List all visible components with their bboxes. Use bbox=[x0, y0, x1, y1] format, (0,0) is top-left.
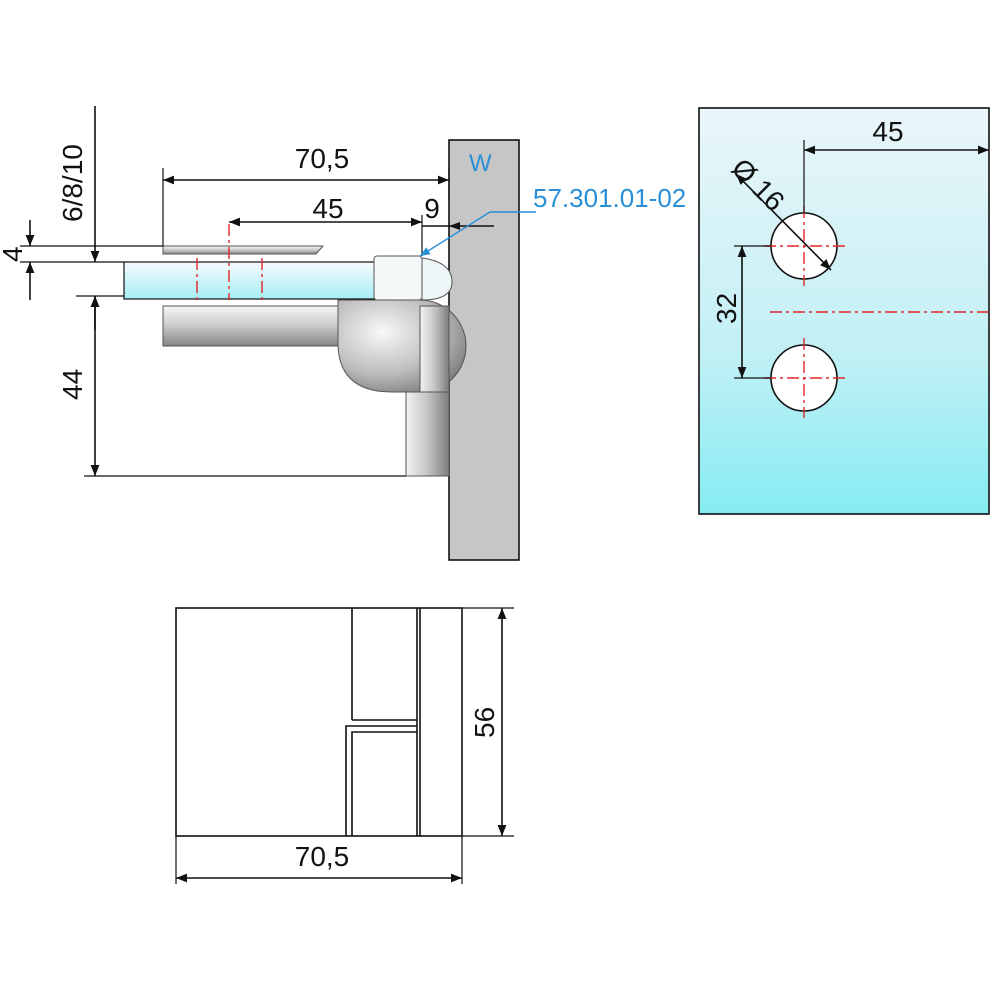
dim-height: 44 bbox=[57, 369, 88, 400]
dim-hole-distance: 45 bbox=[312, 193, 343, 224]
top-view-step-inner bbox=[345, 725, 417, 836]
side-view: W 70,5 45 9 57. bbox=[0, 106, 686, 561]
dim-hole-spacing: 32 bbox=[711, 293, 742, 324]
wall-label: W bbox=[469, 150, 492, 177]
part-number-leader bbox=[419, 211, 536, 257]
dim-top-height: 56 bbox=[469, 707, 500, 738]
clamp-hinge-block bbox=[419, 305, 450, 393]
clamp-mount-plate bbox=[405, 391, 450, 477]
dim-clamp-offset: 4 bbox=[0, 246, 28, 262]
top-view: 56 70,5 bbox=[175, 607, 514, 884]
glass-panel-view: 45 Ø 16 32 bbox=[698, 107, 990, 515]
dim-wall-gap: 9 bbox=[424, 193, 440, 224]
seal-profile bbox=[373, 255, 423, 301]
part-number-label: 57.301.01-02 bbox=[533, 183, 686, 213]
dim-hole-edge: 45 bbox=[872, 116, 903, 147]
dim-overall-width: 70,5 bbox=[295, 143, 350, 174]
dim-wall-gap-arrow bbox=[449, 222, 460, 230]
clamp-lower-body bbox=[162, 305, 339, 347]
top-view-outline bbox=[175, 607, 463, 837]
clamp-upper-plate bbox=[162, 245, 325, 255]
dim-top-width: 70,5 bbox=[295, 841, 350, 872]
dim-glass-thickness: 6/8/10 bbox=[57, 144, 88, 222]
dim-line-hole-diameter bbox=[735, 173, 832, 271]
seal-bulb bbox=[421, 257, 453, 301]
top-view-step-inner-2 bbox=[351, 731, 417, 836]
